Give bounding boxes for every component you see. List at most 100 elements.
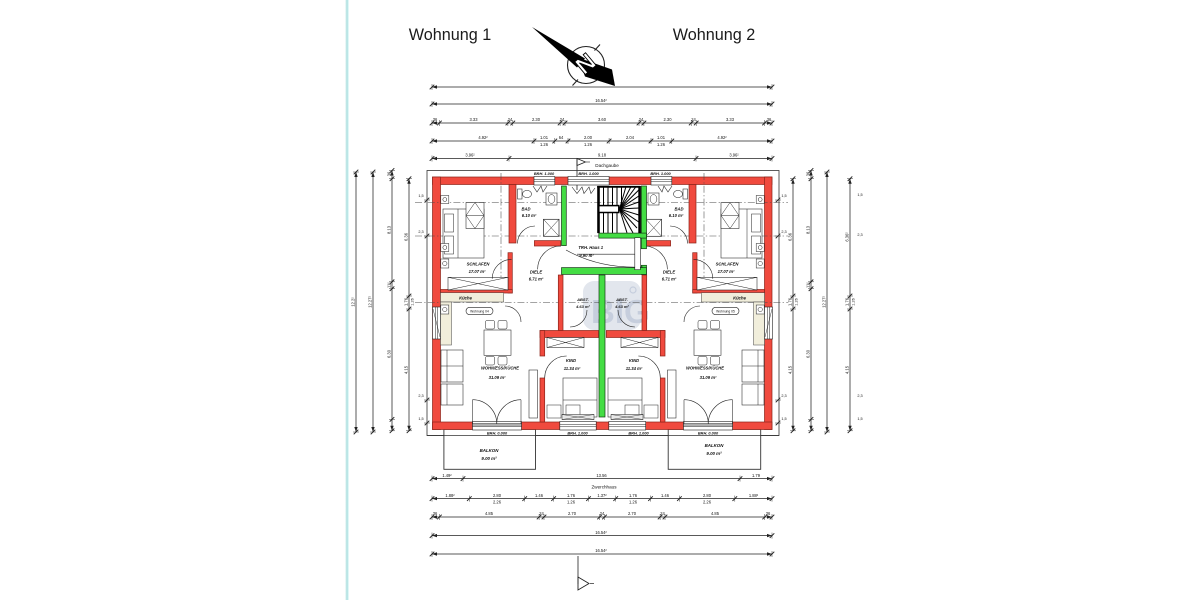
svg-text:4.15: 4.15 <box>844 365 849 374</box>
svg-text:36: 36 <box>433 117 438 122</box>
svg-text:1.76: 1.76 <box>567 493 576 498</box>
svg-text:36: 36 <box>767 117 772 122</box>
svg-text:1,5: 1,5 <box>418 194 423 198</box>
svg-text:DIELE: DIELE <box>663 270 676 275</box>
svg-text:24: 24 <box>600 511 605 516</box>
svg-text:24: 24 <box>660 511 665 516</box>
svg-text:4.92²: 4.92² <box>717 135 727 140</box>
svg-text:3.96²: 3.96² <box>465 153 475 158</box>
svg-text:3.60: 3.60 <box>598 117 607 122</box>
svg-text:11⁵: 11⁵ <box>805 282 810 288</box>
svg-text:Wohnung 05: Wohnung 05 <box>716 309 735 313</box>
svg-text:BRH. 1.000: BRH. 1.000 <box>578 171 599 176</box>
svg-text:24: 24 <box>560 117 565 122</box>
svg-text:2,3: 2,3 <box>418 230 423 234</box>
svg-text:24: 24 <box>691 117 696 122</box>
svg-text:24: 24 <box>508 117 513 122</box>
svg-text:2.30: 2.30 <box>532 117 541 122</box>
svg-text:6.10 m²: 6.10 m² <box>522 213 537 218</box>
svg-text:3.33: 3.33 <box>470 117 479 122</box>
svg-text:1.01: 1.01 <box>540 135 549 140</box>
svg-text:8.13: 8.13 <box>805 225 810 234</box>
svg-text:BAD: BAD <box>674 207 683 212</box>
svg-text:Zwerchhaus: Zwerchhaus <box>591 485 617 490</box>
svg-text:12.27²: 12.27² <box>821 296 826 308</box>
svg-text:SCHLAFEN: SCHLAFEN <box>716 262 740 267</box>
svg-text:1.76: 1.76 <box>844 297 849 306</box>
svg-text:2.26: 2.26 <box>493 500 502 505</box>
svg-text:6.71 m²: 6.71 m² <box>529 277 544 282</box>
svg-text:11⁵: 11⁵ <box>386 282 391 288</box>
svg-text:17.07 m²: 17.07 m² <box>469 269 486 274</box>
svg-text:BRH. 1.000: BRH. 1.000 <box>650 171 671 176</box>
svg-text:2,3: 2,3 <box>781 230 786 234</box>
svg-text:BRH. 1.000: BRH. 1.000 <box>534 171 555 176</box>
svg-text:12.2²: 12.2² <box>350 297 355 307</box>
svg-text:2.04: 2.04 <box>626 135 635 140</box>
svg-text:2.26: 2.26 <box>703 500 712 505</box>
svg-text:6.10 m²: 6.10 m² <box>669 213 684 218</box>
svg-text:1.88²: 1.88² <box>445 493 455 498</box>
svg-text:4.15: 4.15 <box>403 365 408 374</box>
svg-text:2.80: 2.80 <box>703 493 712 498</box>
svg-text:2.70: 2.70 <box>568 511 577 516</box>
svg-text:36: 36 <box>805 171 810 176</box>
svg-text:BALKON: BALKON <box>705 443 725 448</box>
svg-text:24: 24 <box>539 511 544 516</box>
svg-text:11.34 m²: 11.34 m² <box>564 366 581 371</box>
svg-text:Wohnung 1: Wohnung 1 <box>409 26 492 44</box>
svg-text:DIELE: DIELE <box>530 270 543 275</box>
svg-text:4.85: 4.85 <box>711 511 720 516</box>
svg-text:3.33: 3.33 <box>726 117 735 122</box>
svg-text:8.13: 8.13 <box>386 225 391 234</box>
svg-text:13.56: 13.56 <box>596 473 607 478</box>
svg-text:1.46: 1.46 <box>535 493 544 498</box>
svg-text:TRH. Haus 1: TRH. Haus 1 <box>578 245 603 250</box>
svg-text:9.90 m²: 9.90 m² <box>579 253 594 258</box>
svg-text:2,3: 2,3 <box>781 394 786 398</box>
svg-text:Wohnung 04: Wohnung 04 <box>470 309 489 313</box>
svg-text:ABST.: ABST. <box>615 297 628 302</box>
svg-text:1,5: 1,5 <box>781 417 786 421</box>
svg-text:6.30: 6.30 <box>805 349 810 358</box>
svg-text:1.46: 1.46 <box>661 493 670 498</box>
svg-text:31.09 m²: 31.09 m² <box>489 375 506 380</box>
svg-text:1.26: 1.26 <box>629 500 638 505</box>
svg-text:1,5: 1,5 <box>781 194 786 198</box>
svg-text:6.30: 6.30 <box>386 349 391 358</box>
svg-text:36: 36 <box>766 511 771 516</box>
svg-text:Wohnung 2: Wohnung 2 <box>673 26 756 44</box>
svg-text:1.76: 1.76 <box>787 297 792 306</box>
svg-text:BRH. 1.000: BRH. 1.000 <box>628 431 649 436</box>
svg-text:WOHN/ESS/KÜCHE: WOHN/ESS/KÜCHE <box>481 366 519 371</box>
svg-text:BRH. 0.000: BRH. 0.000 <box>698 431 719 436</box>
svg-text:2,3: 2,3 <box>857 394 862 398</box>
svg-text:1.26: 1.26 <box>852 298 856 305</box>
svg-text:KIND: KIND <box>629 358 639 363</box>
svg-text:12.27²: 12.27² <box>367 296 372 308</box>
svg-text:17.07 m²: 17.07 m² <box>718 269 735 274</box>
svg-text:BALKON: BALKON <box>480 448 500 453</box>
svg-text:1.49²: 1.49² <box>442 473 452 478</box>
svg-text:1,5: 1,5 <box>857 193 862 197</box>
svg-text:1.26: 1.26 <box>567 500 576 505</box>
svg-text:6.71 m²: 6.71 m² <box>662 277 677 282</box>
svg-text:36: 36 <box>433 511 438 516</box>
svg-text:1.76: 1.76 <box>403 297 408 306</box>
svg-text:31.09 m²: 31.09 m² <box>700 375 717 380</box>
svg-text:4.63 m²: 4.63 m² <box>614 304 629 309</box>
svg-text:2.80: 2.80 <box>493 493 502 498</box>
svg-text:1.88²: 1.88² <box>749 493 759 498</box>
svg-text:KIND: KIND <box>566 358 576 363</box>
svg-text:9.00 m²: 9.00 m² <box>706 451 722 456</box>
svg-text:2,3: 2,3 <box>857 233 862 237</box>
svg-text:1.79: 1.79 <box>752 473 761 478</box>
svg-text:1,5: 1,5 <box>857 417 862 421</box>
svg-text:24: 24 <box>639 117 644 122</box>
svg-text:1.01: 1.01 <box>657 135 666 140</box>
svg-text:6.36: 6.36 <box>787 232 792 241</box>
svg-text:1.37²: 1.37² <box>597 493 607 498</box>
svg-text:4.85: 4.85 <box>485 511 494 516</box>
svg-text:1,5: 1,5 <box>418 417 423 421</box>
svg-text:4.15: 4.15 <box>787 365 792 374</box>
